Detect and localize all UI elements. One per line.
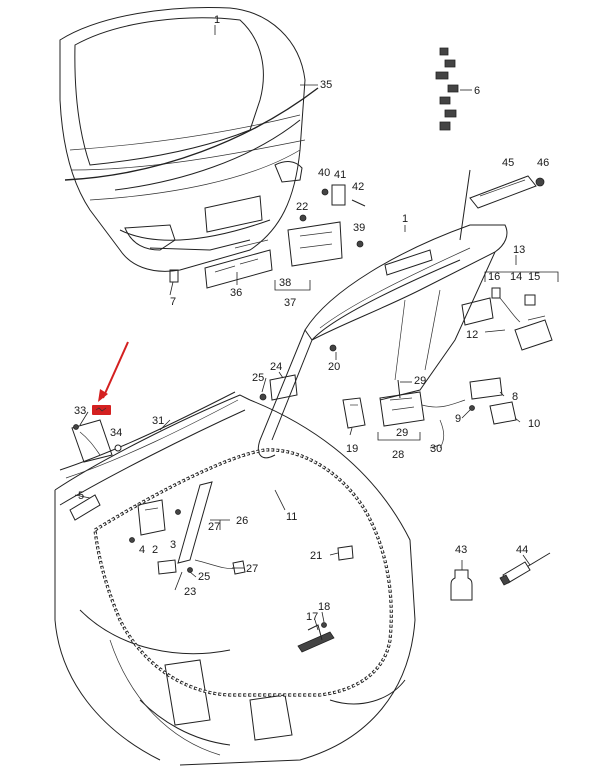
part-label-42: 42 bbox=[352, 181, 364, 193]
part-label-8: 8 bbox=[512, 391, 518, 403]
part-label-24: 24 bbox=[270, 361, 282, 373]
part-label-40: 40 bbox=[318, 167, 330, 179]
part-label-20: 20 bbox=[328, 361, 340, 373]
part-label-17: 17 bbox=[306, 611, 318, 623]
pointer-arrow-head bbox=[98, 389, 108, 402]
leader-lines bbox=[74, 25, 531, 631]
part-number-labels: 1 35 6 40 41 42 45 46 22 39 1 13 38 36 3… bbox=[74, 14, 549, 623]
part-label-14: 14 bbox=[510, 271, 522, 283]
part-label-7: 7 bbox=[170, 296, 176, 308]
lock-mechanism bbox=[329, 344, 517, 449]
part-label-15: 15 bbox=[528, 271, 540, 283]
part-label-9: 9 bbox=[455, 413, 461, 425]
part-label-5: 5 bbox=[78, 490, 84, 502]
part-label-10: 10 bbox=[528, 418, 540, 430]
part-label-18: 18 bbox=[318, 601, 330, 613]
highlight-box bbox=[92, 405, 111, 415]
part-label-28: 28 bbox=[392, 449, 404, 461]
part-label-35: 35 bbox=[320, 79, 332, 91]
rear-body-shell bbox=[54, 394, 416, 766]
part-label-16: 16 bbox=[488, 271, 500, 283]
upper-body-assembly bbox=[59, 7, 319, 289]
part-label-25-bottom: 25 bbox=[198, 571, 210, 583]
screw-set bbox=[435, 47, 472, 131]
part-label-11: 11 bbox=[286, 511, 297, 523]
part-label-1-lid: 1 bbox=[402, 213, 408, 225]
part-label-12: 12 bbox=[466, 329, 478, 341]
lamp-group bbox=[461, 175, 559, 351]
part-label-2: 2 bbox=[152, 544, 158, 556]
part-label-30: 30 bbox=[430, 443, 442, 455]
part-label-45: 45 bbox=[502, 157, 514, 169]
part-label-22: 22 bbox=[296, 201, 308, 213]
part-label-3: 3 bbox=[170, 539, 176, 551]
part-label-27-bottom: 27 bbox=[246, 563, 258, 575]
part-label-43: 43 bbox=[455, 544, 467, 556]
part-label-44: 44 bbox=[516, 544, 528, 556]
part-label-33: 33 bbox=[74, 405, 86, 417]
part-label-38: 38 bbox=[279, 277, 291, 289]
part-label-31: 31 bbox=[152, 415, 164, 427]
misc-parts bbox=[297, 545, 551, 653]
part-label-29-bottom: 29 bbox=[396, 427, 408, 439]
part-label-13: 13 bbox=[513, 244, 525, 256]
part-label-19: 19 bbox=[346, 443, 358, 455]
part-label-26: 26 bbox=[236, 515, 248, 527]
part-label-23: 23 bbox=[184, 586, 196, 598]
part-label-6: 6 bbox=[474, 85, 480, 97]
part-label-27-top: 27 bbox=[208, 521, 220, 533]
part-label-21: 21 bbox=[310, 550, 322, 562]
part-label-25-top: 25 bbox=[252, 372, 264, 384]
part-label-4: 4 bbox=[139, 544, 145, 556]
pointer-arrow bbox=[102, 341, 129, 399]
part-label-34: 34 bbox=[110, 427, 122, 439]
part-label-46: 46 bbox=[537, 157, 549, 169]
part-label-36: 36 bbox=[230, 287, 242, 299]
part-label-41: 41 bbox=[334, 169, 346, 181]
part-label-37: 37 bbox=[284, 297, 296, 309]
highlighted-part-marker bbox=[92, 341, 129, 415]
hinge-brackets bbox=[274, 184, 366, 291]
part-label-29-top: 29 bbox=[414, 375, 426, 387]
part-label-39: 39 bbox=[353, 222, 365, 234]
part-label-1: 1 bbox=[214, 14, 220, 26]
